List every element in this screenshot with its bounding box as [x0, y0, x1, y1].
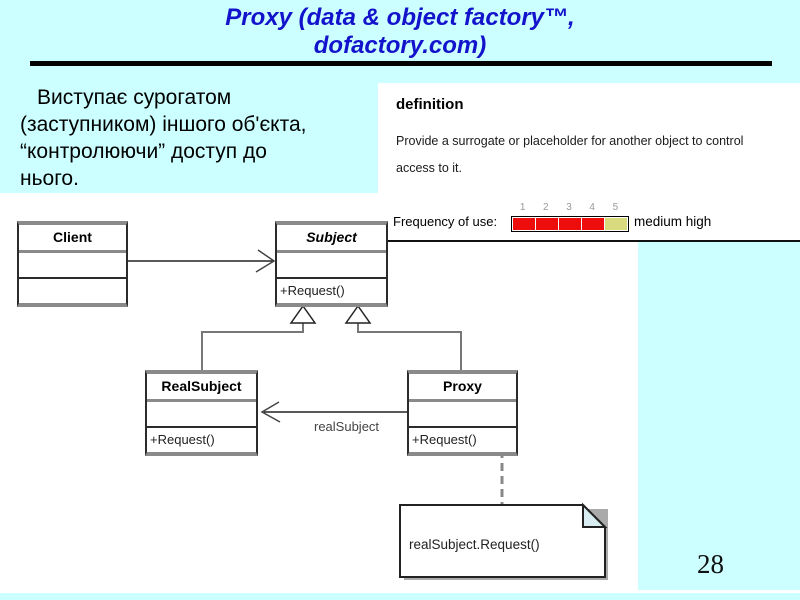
page-number: 28: [697, 549, 724, 579]
client-subject-arrowhead-icon: [255, 249, 276, 273]
definition-body-line: Provide a surrogate or placeholder for a…: [396, 134, 744, 148]
note-fold-icon: [582, 502, 608, 528]
frequency-level-cell: [536, 218, 558, 230]
intro-line: “контролюючи” доступ до: [20, 140, 267, 163]
class-name-label: Client: [19, 225, 126, 253]
proxy-realsubject-arrowhead-icon: [260, 401, 281, 423]
class-method-label: +Request(): [150, 432, 215, 447]
frequency-level-cell: [605, 218, 627, 230]
class-method-label: +Request(): [280, 283, 345, 298]
class-method-label: [19, 279, 126, 303]
intro-line: (заступником) іншого об'єкта,: [20, 113, 307, 136]
class-name-label: RealSubject: [147, 374, 256, 402]
class-box-proxy: Proxy +Request(): [407, 370, 518, 456]
generalization-triangle-right-icon: [344, 304, 372, 324]
page-title-line2: dofactory.com): [313, 32, 487, 59]
frequency-scale-number: 2: [543, 202, 549, 213]
association-label: realSubject: [314, 419, 380, 434]
class-box-realsubject: RealSubject +Request(): [145, 370, 258, 456]
proxy-generalization-line: [357, 323, 462, 370]
page-title-line1: Proxy (data & object factory™,: [225, 4, 575, 31]
dofactory-divider: [383, 240, 800, 242]
frequency-scale: 1 2 3 4 5: [511, 202, 627, 213]
class-name-label: Subject: [277, 225, 386, 253]
title-band: [0, 0, 800, 83]
frequency-level-cell: [559, 218, 581, 230]
frequency-label: Frequency of use:: [393, 214, 498, 229]
note-text: realSubject.Request(): [409, 537, 540, 552]
right-accent-panel: [638, 242, 800, 590]
frequency-level-cell: [582, 218, 604, 230]
class-method-label: +Request(): [412, 432, 477, 447]
definition-heading: definition: [396, 96, 464, 113]
class-attributes-compartment: [277, 253, 386, 279]
page-title: Proxy (data & object factory™, dofactory…: [0, 4, 800, 60]
frequency-rating: medium high: [634, 214, 712, 229]
frequency-scale-number: 1: [519, 202, 526, 213]
frequency-scale-number: 4: [589, 202, 595, 213]
definition-body-line: access to it.: [396, 161, 462, 175]
frequency-scale-number: 5: [612, 202, 619, 213]
class-name-label: Proxy: [409, 374, 516, 402]
note-shape: [399, 504, 606, 578]
intro-line: Виступає сурогатом: [37, 86, 232, 109]
class-attributes-compartment: [409, 402, 516, 428]
title-underline: [30, 61, 772, 66]
generalization-triangle-left-icon: [289, 304, 317, 324]
class-box-subject: Subject +Request(): [275, 221, 388, 307]
class-box-client: Client: [17, 221, 128, 307]
realsubject-generalization-line: [201, 323, 304, 370]
class-attributes-compartment: [147, 402, 256, 428]
intro-line: нього.: [20, 167, 79, 190]
frequency-level-cell: [513, 218, 535, 230]
class-attributes-compartment: [19, 253, 126, 279]
intro-block: Виступає сурогатом (заступником) іншого …: [0, 83, 378, 193]
bottom-accent-strip: [0, 593, 800, 600]
frequency-scale-number: 3: [566, 202, 572, 213]
frequency-bar: [511, 216, 629, 232]
